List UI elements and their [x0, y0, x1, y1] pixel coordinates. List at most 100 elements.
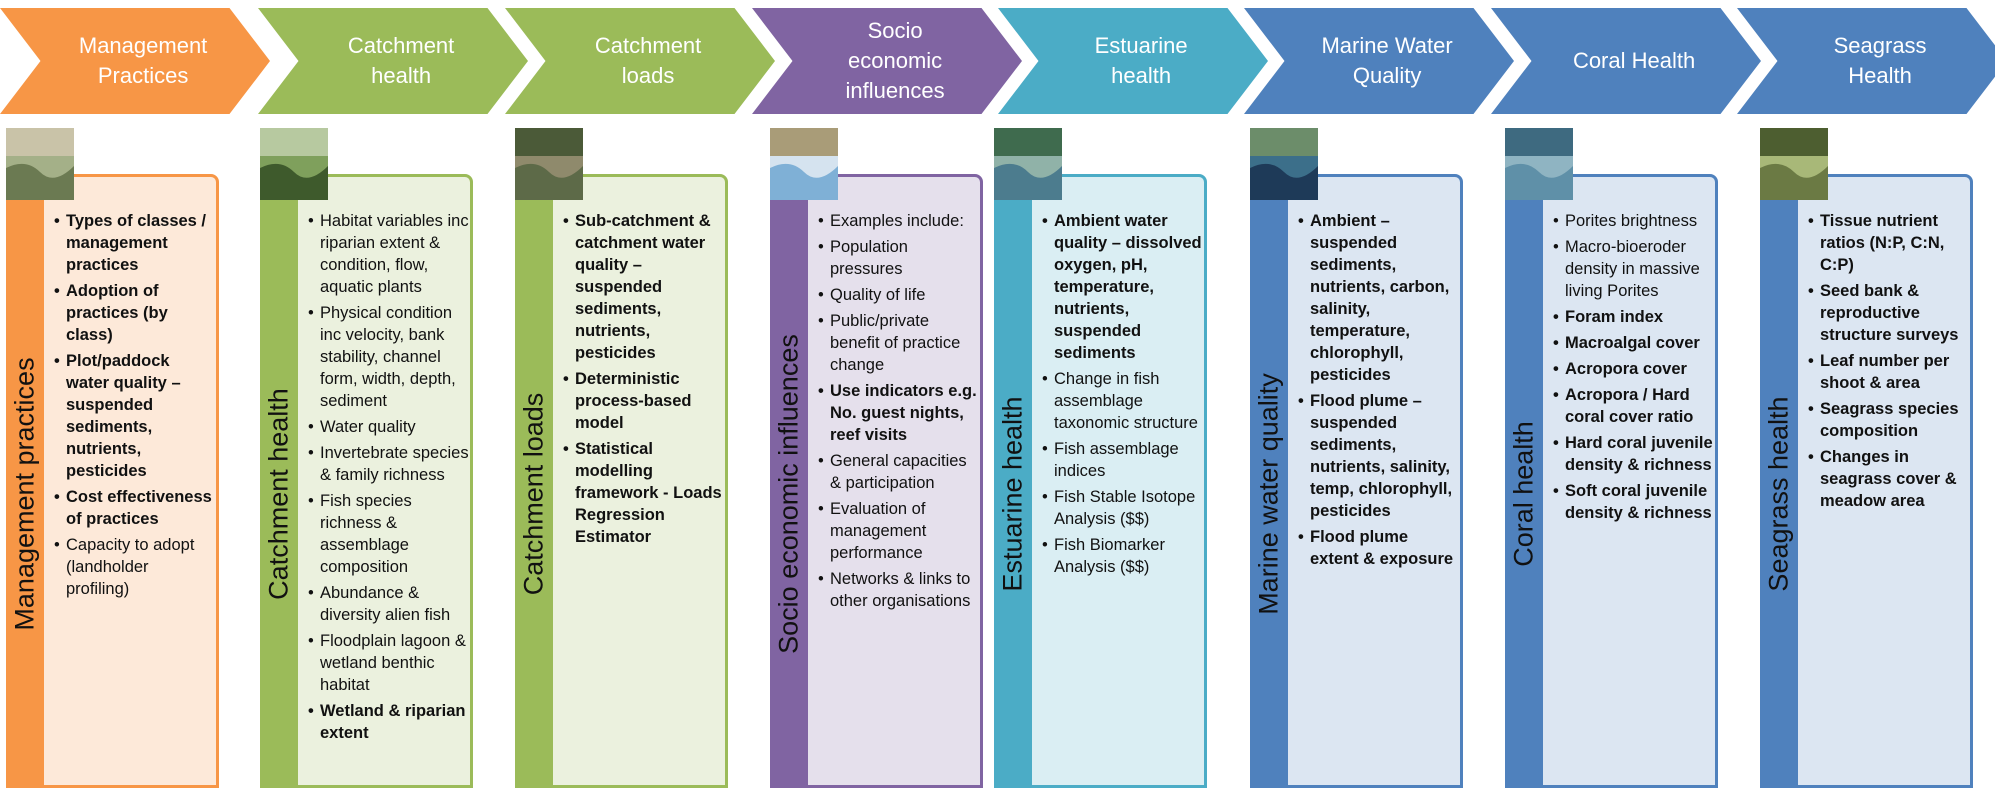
- indicator-column-2: Catchment health Habitat variables inc ri…: [260, 128, 476, 790]
- vertical-title-label: Marine water quality: [1253, 373, 1284, 615]
- indicator-item: Cost effectiveness of practices: [54, 486, 216, 530]
- indicator-list: Types of classes / management practicesA…: [54, 210, 216, 604]
- indicator-item: Invertebrate species & family richness: [308, 442, 470, 486]
- indicator-item: Fish Biomarker Analysis ($$): [1042, 534, 1204, 578]
- chevron-header-label: Catchment health: [347, 33, 455, 88]
- indicator-item: Acropora / Hard coral cover ratio: [1553, 384, 1715, 428]
- vertical-title-label: Coral health: [1508, 421, 1539, 567]
- indicator-item: General capacities & participation: [818, 450, 980, 494]
- vertical-title-bar: Coral health: [1505, 200, 1543, 788]
- indicator-item: Porites brightness: [1553, 210, 1715, 232]
- chevron-header-3: Catchment loads: [505, 8, 775, 114]
- indicator-list: Examples include: Population pressuresQua…: [818, 210, 980, 616]
- indicator-column-4: Socio economic influences Examples includ…: [770, 128, 986, 790]
- indicator-item: Soft coral juvenile density & richness: [1553, 480, 1715, 524]
- chevron-header-6: Marine Water Quality: [1244, 8, 1514, 114]
- indicator-item: Habitat variables inc riparian extent & …: [308, 210, 470, 298]
- indicator-item: Fish species richness & assemblage compo…: [308, 490, 470, 578]
- vertical-title-label: Seagrass health: [1763, 396, 1794, 592]
- indicator-item: Fish Stable Isotope Analysis ($$): [1042, 486, 1204, 530]
- chevron-header-5: Estuarine health: [998, 8, 1268, 114]
- indicator-column-3: Catchment loads Sub-catchment & catchment…: [515, 128, 731, 790]
- vertical-title-bar: Marine water quality: [1250, 200, 1288, 788]
- vertical-title-label: Catchment health: [263, 388, 294, 600]
- chevron-header-label: Marine Water Quality: [1321, 33, 1453, 88]
- chevron-header-7: Coral Health: [1491, 8, 1761, 114]
- indicator-column-5: Estuarine health Ambient water quality – …: [994, 128, 1210, 790]
- indicator-item: Seagrass species composition: [1808, 398, 1970, 442]
- chevron-header-1: Management Practices: [0, 8, 270, 114]
- indicator-list: Sub-catchment & catchment water quality …: [563, 210, 725, 552]
- vertical-title-label: Catchment loads: [518, 392, 549, 596]
- chevron-header-4: Socio economic influences: [752, 8, 1022, 114]
- indicator-item: Seed bank & reproductive structure surve…: [1808, 280, 1970, 346]
- indicator-item: Tissue nutrient ratios (N:P, C:N, C:P): [1808, 210, 1970, 276]
- indicator-item: Change in fish assemblage taxonomic stru…: [1042, 368, 1204, 434]
- vertical-title-label: Estuarine health: [997, 396, 1028, 592]
- indicator-item: Changes in seagrass cover & meadow area: [1808, 446, 1970, 512]
- chevron-header-8: Seagrass Health: [1737, 8, 1995, 114]
- indicator-item: Macro-bioeroder density in massive livin…: [1553, 236, 1715, 302]
- indicator-column-1: Management practices Types of classes / m…: [6, 128, 222, 790]
- indicator-item: Quality of life: [818, 284, 980, 306]
- indicator-item: Abundance & diversity alien fish: [308, 582, 470, 626]
- indicator-item: Public/private benefit of practice chang…: [818, 310, 980, 376]
- chevron-header-label: Seagrass Health: [1833, 33, 1927, 88]
- photo-thumbnail: [770, 128, 838, 200]
- indicator-item: Adoption of practices (by class): [54, 280, 216, 346]
- indicator-item: Types of classes / management practices: [54, 210, 216, 276]
- indicator-item: Ambient water quality – dissolved oxygen…: [1042, 210, 1204, 364]
- indicator-item: Hard coral juvenile density & richness: [1553, 432, 1715, 476]
- vertical-title-bar: Catchment loads: [515, 200, 553, 788]
- photo-thumbnail: [260, 128, 328, 200]
- indicator-item: Floodplain lagoon & wetland benthic habi…: [308, 630, 470, 696]
- indicator-item: Evaluation of management performance: [818, 498, 980, 564]
- chevron-header-label: Management Practices: [78, 33, 208, 88]
- photo-thumbnail: [994, 128, 1062, 200]
- indicator-list: Ambient water quality – dissolved oxygen…: [1042, 210, 1204, 582]
- indicator-list: Ambient – suspended sediments, nutrients…: [1298, 210, 1460, 574]
- indicator-item: Networks & links to other organisations: [818, 568, 980, 612]
- photo-thumbnail: [1505, 128, 1573, 200]
- indicator-item: Statistical modelling framework - Loads …: [563, 438, 725, 548]
- photo-thumbnail: [1250, 128, 1318, 200]
- indicator-item: Deterministic process-based model: [563, 368, 725, 434]
- indicator-item: Macroalgal cover: [1553, 332, 1715, 354]
- vertical-title-bar: Socio economic influences: [770, 200, 808, 788]
- vertical-title-label: Socio economic influences: [773, 334, 804, 654]
- indicator-item: Foram index: [1553, 306, 1715, 328]
- chevron-header-label: Socio economic influences: [845, 18, 945, 103]
- photo-thumbnail: [6, 128, 74, 200]
- photo-thumbnail: [515, 128, 583, 200]
- indicator-item: Wetland & riparian extent: [308, 700, 470, 744]
- indicator-item: Leaf number per shoot & area: [1808, 350, 1970, 394]
- indicator-item: Flood plume extent & exposure: [1298, 526, 1460, 570]
- indicator-item: Examples include:: [818, 210, 980, 232]
- chevron-header-label: Estuarine health: [1094, 33, 1188, 88]
- indicator-item: Water quality: [308, 416, 470, 438]
- indicator-item: Sub-catchment & catchment water quality …: [563, 210, 725, 364]
- indicator-item: Capacity to adopt (landholder profiling): [54, 534, 216, 600]
- vertical-title-bar: Management practices: [6, 200, 44, 788]
- vertical-title-bar: Estuarine health: [994, 200, 1032, 788]
- indicator-item: Ambient – suspended sediments, nutrients…: [1298, 210, 1460, 386]
- indicator-item: Flood plume – suspended sediments, nutri…: [1298, 390, 1460, 522]
- indicator-column-6: Marine water quality Ambient – suspended …: [1250, 128, 1466, 790]
- indicator-item: Use indicators e.g. No. guest nights, re…: [818, 380, 980, 446]
- indicator-column-8: Seagrass health Tissue nutrient ratios (N…: [1760, 128, 1976, 790]
- indicator-item: Fish assemblage indices: [1042, 438, 1204, 482]
- photo-thumbnail: [1760, 128, 1828, 200]
- indicator-list: Porites brightnessMacro-bioeroder densit…: [1553, 210, 1715, 528]
- chevron-header-label: Catchment loads: [594, 33, 702, 88]
- vertical-title-bar: Seagrass health: [1760, 200, 1798, 788]
- vertical-title-bar: Catchment health: [260, 200, 298, 788]
- indicator-item: Population pressures: [818, 236, 980, 280]
- chevron-header-label: Coral Health: [1572, 48, 1696, 73]
- indicator-item: Physical condition inc velocity, bank st…: [308, 302, 470, 412]
- indicator-column-7: Coral health Porites brightnessMacro-bioe…: [1505, 128, 1721, 790]
- indicator-item: Acropora cover: [1553, 358, 1715, 380]
- indicator-list: Habitat variables inc riparian extent & …: [308, 210, 470, 748]
- indicator-list: Tissue nutrient ratios (N:P, C:N, C:P)Se…: [1808, 210, 1970, 516]
- vertical-title-label: Management practices: [9, 357, 40, 631]
- indicator-item: Plot/paddock water quality – suspended s…: [54, 350, 216, 482]
